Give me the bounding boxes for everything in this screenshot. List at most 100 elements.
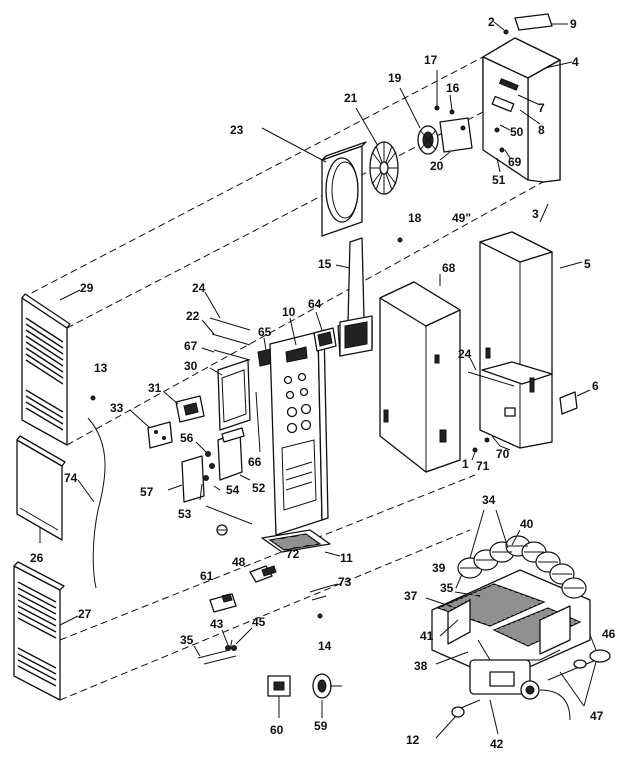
burner-assembly [425, 509, 611, 739]
label-42: 42 [490, 737, 504, 751]
label-64: 64 [308, 297, 322, 311]
label-12: 12 [406, 733, 420, 747]
label-59: 59 [314, 719, 328, 733]
label-50: 50 [510, 125, 524, 139]
label-35a: 35 [440, 581, 454, 595]
label-74: 74 [64, 471, 78, 485]
label-43: 43 [210, 617, 224, 631]
label-35b: 35 [180, 633, 194, 647]
label-19: 19 [388, 71, 402, 85]
label-51: 51 [492, 173, 506, 187]
label-9: 9 [570, 17, 577, 31]
part-wire-and-washer [205, 505, 253, 536]
label-34: 34 [482, 493, 496, 507]
part-4-upper-housing [482, 37, 573, 183]
label-53: 53 [178, 507, 192, 521]
part-27-lower-grille [13, 561, 79, 701]
part-15-vent-tube [335, 237, 373, 357]
label-66: 66 [248, 455, 262, 469]
part-57-54-53-switch-block [167, 441, 221, 503]
part-52-valve-cover [217, 427, 251, 481]
part-23-blower-housing [261, 127, 367, 237]
label-30: 30 [184, 359, 198, 373]
part-33-plate [129, 409, 173, 449]
part-13-pin [90, 395, 96, 401]
part-2-screw [493, 21, 509, 35]
part-19-motor [399, 87, 439, 155]
part-number-labels: 2 9 4 17 16 19 21 7 8 50 23 69 20 51 3 1… [30, 15, 616, 751]
part-61-bracket [209, 593, 237, 613]
part-40-burner-tubes [457, 535, 587, 599]
part-9-cover-plate [514, 13, 568, 31]
part-20-motor-bracket [439, 117, 473, 161]
label-20: 20 [430, 159, 444, 173]
label-23: 23 [230, 123, 244, 137]
label-4: 4 [572, 55, 579, 69]
part-6-side-plate [559, 389, 591, 415]
label-39: 39 [432, 561, 446, 575]
label-33: 33 [110, 401, 124, 415]
part-26-front-panel [16, 435, 66, 543]
label-46: 46 [602, 627, 616, 641]
label-27: 27 [78, 607, 92, 621]
part-14-screw [317, 613, 323, 619]
label-45: 45 [252, 615, 266, 629]
part-72-11-burner-tray [261, 529, 341, 557]
label-54: 54 [226, 483, 240, 497]
label-31: 31 [148, 381, 162, 395]
part-24b-bracket [467, 357, 515, 387]
part-18-screw [397, 237, 403, 243]
label-14: 14 [318, 639, 332, 653]
part-30-burner-box [209, 359, 251, 431]
label-57: 57 [140, 485, 154, 499]
label-37: 37 [404, 589, 418, 603]
part-43-45-35-thermocouple [193, 627, 253, 665]
label-56: 56 [180, 431, 194, 445]
label-40: 40 [520, 517, 534, 531]
part-66-bracket [255, 391, 261, 453]
label-10: 10 [282, 305, 296, 319]
label-49: 49" [452, 211, 471, 225]
part-48-igniter [249, 565, 277, 583]
label-8: 8 [538, 123, 545, 137]
part-59-knob [312, 673, 342, 718]
label-72: 72 [286, 547, 300, 561]
label-3: 3 [532, 207, 539, 221]
label-71: 71 [476, 459, 490, 473]
label-6: 6 [592, 379, 599, 393]
part-29-upper-grille [21, 289, 81, 446]
label-13: 13 [94, 361, 108, 375]
label-18: 18 [408, 211, 422, 225]
part-68-inner-chamber [379, 274, 461, 473]
label-68: 68 [442, 261, 456, 275]
part-10-control-panel [269, 317, 329, 536]
part-5-main-cabinet [479, 203, 583, 449]
part-74-cord [77, 417, 106, 589]
part-60-limit-switch [267, 675, 291, 718]
label-47: 47 [590, 709, 604, 723]
label-11: 11 [340, 551, 353, 565]
part-64-gasket [313, 311, 337, 352]
part-1-71-70-hardware [471, 435, 511, 461]
label-67: 67 [184, 339, 198, 353]
part-73-clip [309, 583, 339, 601]
label-1: 1 [462, 457, 469, 471]
part-16-17-screws [434, 70, 455, 115]
label-26: 26 [30, 551, 44, 565]
label-16: 16 [446, 81, 460, 95]
label-69: 69 [508, 155, 522, 169]
label-65: 65 [258, 325, 272, 339]
label-73: 73 [338, 575, 352, 589]
label-24a: 24 [192, 281, 206, 295]
label-15: 15 [318, 257, 332, 271]
part-24-22-67-rods [201, 291, 251, 361]
label-38: 38 [414, 659, 428, 673]
part-21-fan-blade [355, 107, 399, 195]
label-5: 5 [584, 257, 591, 271]
label-22: 22 [186, 309, 200, 323]
label-60: 60 [270, 723, 284, 737]
label-17: 17 [424, 53, 438, 67]
label-2: 2 [488, 15, 495, 29]
